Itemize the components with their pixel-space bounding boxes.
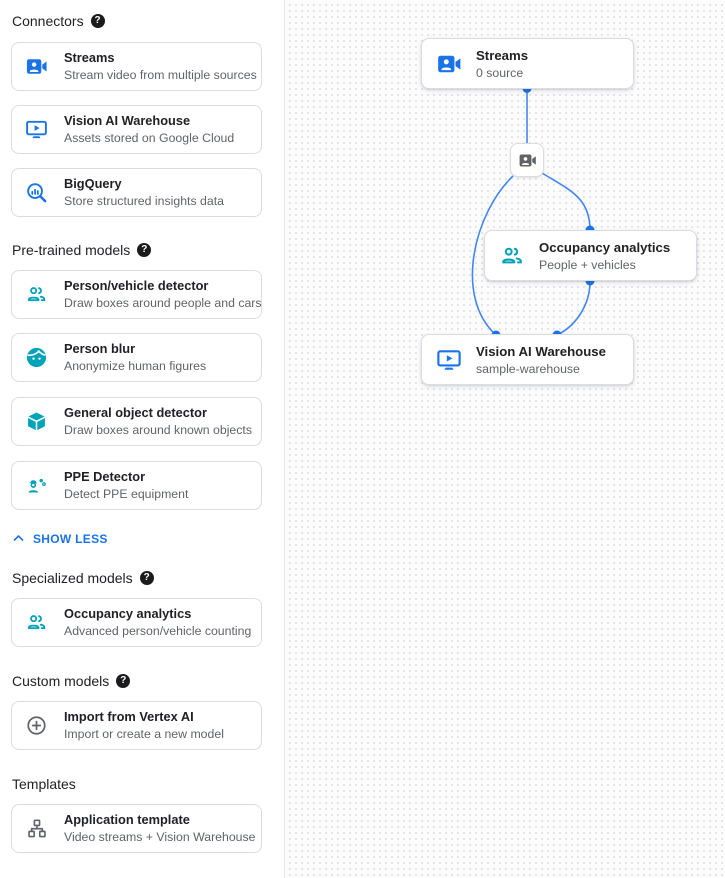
item-title: Vision AI Warehouse [64,112,191,128]
section-heading-label: Custom models [12,673,110,689]
help-icon[interactable]: ? [137,243,152,257]
item-title: Person/vehicle detector [64,277,209,293]
item-title: Person blur [64,340,136,356]
section-heading-label: Templates [12,776,76,792]
circled-plus-icon [23,713,49,739]
item-subtitle: Anonymize human figures [64,359,207,374]
monitor-play-icon [23,117,49,143]
item-title: PPE Detector [64,468,146,484]
node-streams[interactable]: Streams 0 source [421,38,634,89]
sidebar-item-bigquery[interactable]: BigQuery Store structured insights data [11,168,262,217]
item-subtitle: Detect PPE equipment [64,487,189,502]
show-less-label: SHOW LESS [33,531,108,546]
section-heading-label: Specialized models [12,570,133,586]
video-camera-icon [435,50,463,78]
section-heading-label: Connectors [12,13,84,29]
tree-diagram-icon [23,816,49,842]
chevron-up-icon [11,531,26,546]
monitor-play-icon [435,346,463,374]
item-subtitle: Stream video from multiple sources [64,68,257,83]
help-icon[interactable]: ? [90,14,105,28]
video-camera-icon [518,151,537,170]
edge-mini-to-warehouse [471,175,514,336]
section-heading-pretrained-models: Pre-trained models ? [12,242,152,258]
help-icon[interactable]: ? [139,571,154,585]
section-heading-templates: Templates [12,776,76,792]
two-people-icon [498,242,526,270]
magnifier-chart-icon [23,180,49,206]
item-title: BigQuery [64,175,122,191]
item-subtitle: Import or create a new model [64,727,224,742]
component-sidebar: Connectors ? Streams Stream video from m… [0,0,285,878]
item-title: Import from Vertex AI [64,708,194,724]
item-subtitle: Assets stored on Google Cloud [64,131,235,146]
node-title: Streams [476,47,529,63]
face-icon [23,345,49,371]
help-icon[interactable]: ? [116,674,131,688]
node-title: Occupancy analytics [539,239,671,255]
sidebar-item-vision-ai-warehouse[interactable]: Vision AI Warehouse Assets stored on Goo… [11,105,262,154]
section-heading-connectors: Connectors ? [12,13,105,29]
edges-layer [471,84,595,340]
item-subtitle: Store structured insights data [64,194,224,209]
two-people-icon [23,610,49,636]
worker-helmet-icon [23,473,49,499]
show-less-button[interactable]: SHOW LESS [11,531,108,546]
item-title: Occupancy analytics [64,605,192,621]
node-stream-source-mini[interactable] [510,143,544,177]
item-title: General object detector [64,404,207,420]
node-subtitle: 0 source [476,65,524,80]
sidebar-item-person-blur[interactable]: Person blur Anonymize human figures [11,333,262,382]
node-title: Vision AI Warehouse [476,343,606,359]
node-vision-ai-warehouse[interactable]: Vision AI Warehouse sample-warehouse [421,334,634,385]
section-heading-label: Pre-trained models [12,242,131,258]
sidebar-item-streams[interactable]: Streams Stream video from multiple sourc… [11,42,262,91]
sidebar-item-general-object-detector[interactable]: General object detector Draw boxes aroun… [11,397,262,446]
edge-occupancy-to-warehouse [556,280,591,336]
item-subtitle: Draw boxes around people and cars [64,296,262,311]
sidebar-item-person-vehicle-detector[interactable]: Person/vehicle detector Draw boxes aroun… [11,270,262,319]
item-title: Streams [64,49,115,65]
section-heading-custom-models: Custom models ? [12,673,131,689]
video-camera-icon [23,54,49,80]
edge-mini-to-occupancy [541,172,591,231]
graph-canvas[interactable]: Streams 0 source Occupancy analytics Peo… [285,0,725,878]
sidebar-item-ppe-detector[interactable]: PPE Detector Detect PPE equipment [11,461,262,510]
cube-icon [23,409,49,435]
node-occupancy-analytics[interactable]: Occupancy analytics People + vehicles [484,230,697,281]
sidebar-item-occupancy-analytics[interactable]: Occupancy analytics Advanced person/vehi… [11,598,262,647]
item-title: Application template [64,811,190,827]
section-heading-specialized-models: Specialized models ? [12,570,154,586]
sidebar-item-application-template[interactable]: Application template Video streams + Vis… [11,804,262,853]
node-subtitle: People + vehicles [539,257,636,272]
two-people-icon [23,282,49,308]
item-subtitle: Draw boxes around known objects [64,423,252,438]
item-subtitle: Video streams + Vision Warehouse [64,830,256,845]
node-subtitle: sample-warehouse [476,361,580,376]
sidebar-item-import-from-vertex-ai[interactable]: Import from Vertex AI Import or create a… [11,701,262,750]
item-subtitle: Advanced person/vehicle counting [64,624,252,639]
